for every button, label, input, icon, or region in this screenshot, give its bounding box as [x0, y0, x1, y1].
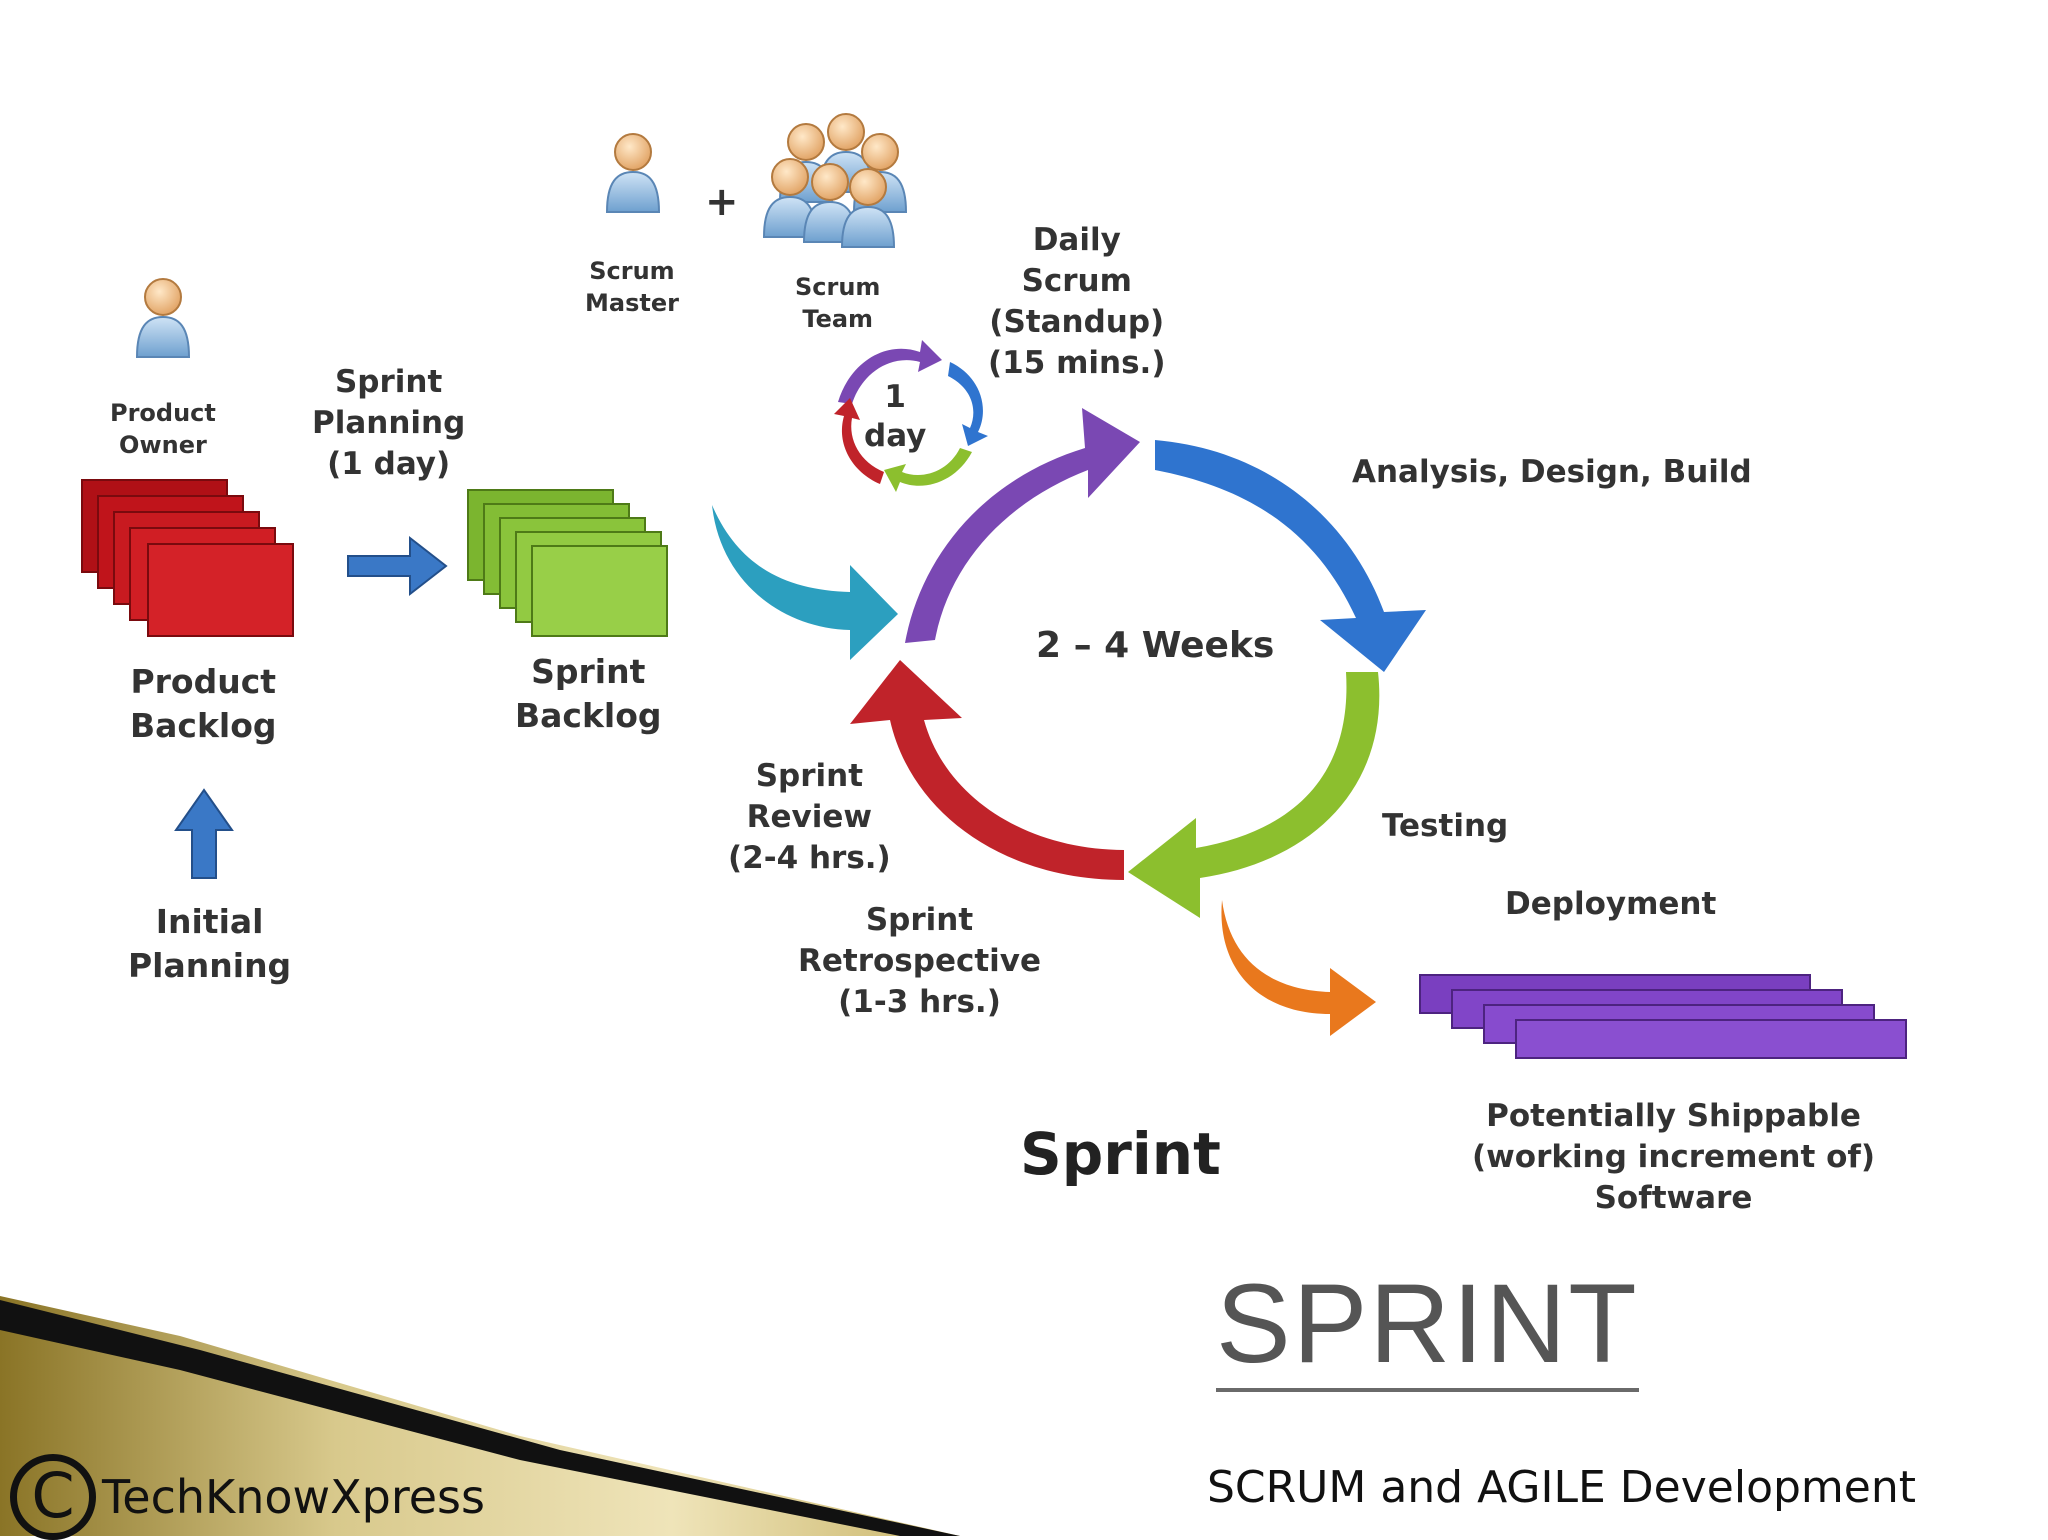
blue-cycle-arrow [1155, 440, 1426, 672]
footer-brand: C TechKnowXpress [10, 1454, 485, 1540]
shippable-label: Potentially Shippable(working increment … [1472, 1098, 1876, 1216]
testing-label: Testing [1382, 808, 1509, 844]
cycle-duration-label: 2 – 4 Weeks [1036, 625, 1275, 666]
green-cycle-arrow [1128, 672, 1380, 918]
plus-sign: + [705, 179, 739, 225]
product-owner-icon [136, 278, 190, 358]
course-title: SCRUM and AGILE Development [1206, 1462, 1916, 1513]
orange-deploy-arrow [1221, 900, 1376, 1036]
scrum-team-icon [763, 113, 907, 248]
daily-cycle-icon [834, 340, 988, 492]
initial-planning-arrow [174, 788, 234, 879]
deployment-label: Deployment [1505, 886, 1717, 922]
analysis-label: Analysis, Design, Build [1352, 454, 1752, 490]
slide-title: SPRINT [1216, 1268, 1639, 1392]
diagram-caption: Sprint [1020, 1120, 1221, 1188]
teal-entry-arrow [712, 505, 898, 660]
product-backlog-stack [81, 479, 294, 637]
copyright-icon: C [10, 1454, 96, 1540]
brand-name: TechKnowXpress [102, 1470, 485, 1524]
red-cycle-arrow [850, 660, 1124, 880]
sprint-backlog-stack [467, 489, 668, 637]
footer-gold-wedge [0, 1296, 960, 1536]
scrum-master-icon [606, 133, 660, 213]
purple-cycle-arrow [905, 408, 1140, 643]
shippable-stack [1419, 974, 1907, 1059]
sprint-planning-arrow [347, 535, 448, 597]
